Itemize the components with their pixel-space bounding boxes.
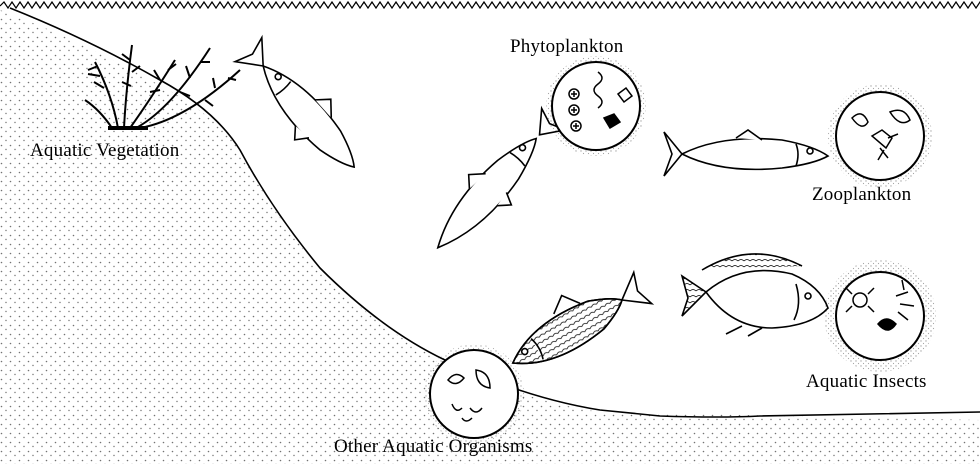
label-aquatic-insects: Aquatic Insects: [806, 371, 927, 393]
label-zooplankton: Zooplankton: [812, 184, 911, 206]
aquatic-insects-circle-icon: [824, 260, 936, 372]
other-organisms-circle-icon: [424, 344, 524, 444]
phytoplankton-circle-icon: [546, 56, 646, 156]
zooplankton-circle-icon: [828, 84, 932, 188]
label-phytoplankton: Phytoplankton: [510, 36, 623, 58]
water-surface-line: [0, 2, 980, 8]
label-aquatic-vegetation: Aquatic Vegetation: [30, 140, 179, 162]
label-other-aquatic-organisms: Other Aquatic Organisms: [334, 436, 532, 458]
